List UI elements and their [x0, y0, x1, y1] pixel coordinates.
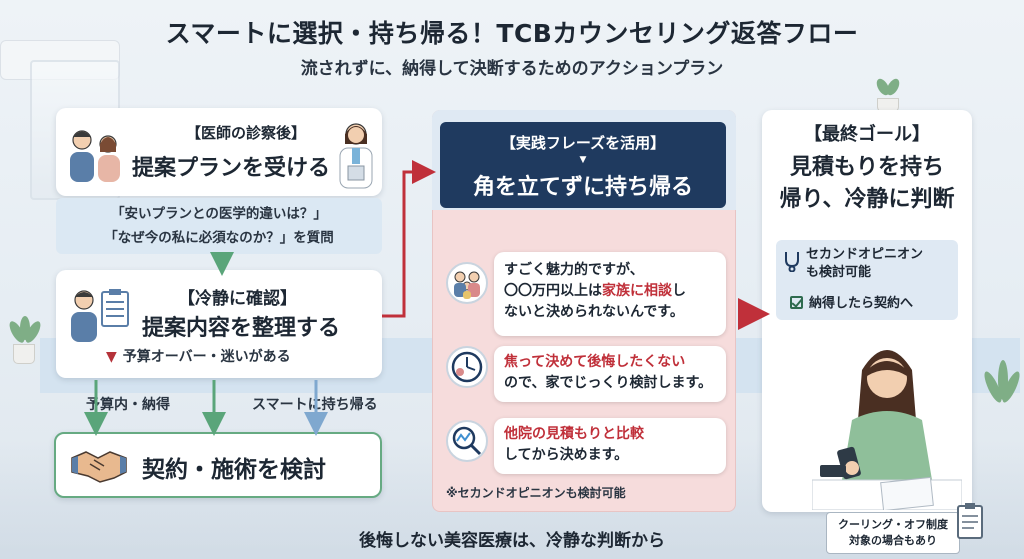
- plant-icon: [981, 360, 1023, 440]
- cooling-off-note: クーリング・オフ制度 対象の場合もあり: [826, 512, 960, 554]
- phrase-bubble-compare: 他院の見積もりと比較 してから決めます。: [494, 418, 726, 474]
- down-triangle-icon: ▼: [106, 349, 117, 365]
- step3-card: 契約・施術を検討: [54, 432, 382, 498]
- middle-main-text: 角を立てずに持ち帰る: [472, 175, 693, 200]
- goal-heading: 【最終ゴール】: [804, 124, 930, 145]
- step1-heading: 【医師の診察後】: [186, 124, 307, 142]
- question-line-1: 「安いプランとの医学的違いは？」: [111, 206, 327, 222]
- phrase1-highlight: 家族に相談: [602, 283, 672, 299]
- checkbox-icon: [790, 296, 803, 309]
- phrase1-line2: 〇〇万円以上は家族に相談し: [504, 281, 716, 302]
- goal-main-text: 見積もりを持ち 帰り、冷静に判断: [762, 152, 972, 216]
- handshake-icon: [71, 451, 127, 483]
- phrase3-text: してから決めます。: [504, 447, 629, 463]
- step3-main-text: 契約・施術を検討: [142, 457, 326, 483]
- question-line-2: 「なぜ今の私に必須なのか？」を質問: [104, 230, 334, 246]
- goal-item-second-opinion: セカンドオピニオン も検討可能: [806, 246, 923, 282]
- warning-text: 予算オーバー・迷いがある: [122, 349, 291, 365]
- step2-warning: ▼ 予算オーバー・迷いがある: [106, 346, 291, 366]
- middle-heading: 【実践フレーズを活用】: [500, 134, 666, 152]
- clipboard-icon: [957, 503, 983, 539]
- goal-item1-line1: セカンドオピニオン: [806, 247, 924, 262]
- middle-note: ※セカンドオピニオンも検討可能: [446, 486, 626, 500]
- woman-with-phone-illustration: [812, 350, 962, 510]
- phrase-bubble-no-regret: 焦って決めて後悔したくない ので、家でじっくり検討します。: [494, 346, 726, 402]
- phrase3-highlight: 他院の見積もりと比較: [504, 426, 644, 442]
- clock-icon: [446, 346, 488, 388]
- magnifier-chart-icon: [446, 420, 488, 462]
- step2-card: 【冷静に確認】 提案内容を整理する ▼ 予算オーバー・迷いがある: [56, 270, 382, 378]
- down-arrow-icon: ▼: [579, 155, 587, 165]
- note-line1: クーリング・オフ制度: [838, 518, 948, 531]
- doctor-icon: [339, 123, 373, 189]
- step1-question-box: 「安いプランとの医学的違いは？」 「なぜ今の私に必須なのか？」を質問: [56, 198, 382, 254]
- goal-items-box: [776, 240, 958, 320]
- step1-main-text: 提案プランを受ける: [132, 156, 331, 181]
- family-icon: [446, 262, 488, 304]
- phrase1-line3: ないと決められないんです。: [504, 304, 684, 320]
- phrase1-suffix: し: [672, 283, 686, 299]
- branch-label-budget-ok: 予算内・納得: [86, 397, 170, 413]
- goal-main-line2: 帰り、冷静に判断: [779, 187, 955, 212]
- phrase1-line1: すごく魅力的ですが、: [504, 262, 644, 278]
- page-subtitle: 流されずに、納得して決断するためのアクションプラン: [300, 59, 724, 79]
- goal-main-line1: 見積もりを持ち: [789, 155, 944, 180]
- phrase-bubble-family: すごく魅力的ですが、 〇〇万円以上は家族に相談し ないと決められないんです。: [494, 252, 726, 336]
- thinking-person-clipboard-icon: [71, 289, 129, 342]
- step1-card: 【医師の診察後】 提案プランを受ける: [56, 108, 382, 196]
- goal-item1-line2: も検討可能: [806, 265, 872, 280]
- consultation-people-icon: [70, 130, 120, 182]
- page-title: スマートに選択・持ち帰る！TCBカウンセリング返答フロー: [165, 19, 859, 48]
- middle-header: 【実践フレーズを活用】 ▼ 角を立てずに持ち帰る: [440, 122, 726, 208]
- step2-main-text: 提案内容を整理する: [142, 316, 341, 341]
- arrow-step2-to-middle: [382, 160, 436, 318]
- goal-item2-text: 納得したら契約へ: [809, 296, 914, 311]
- goal-item-contract: 納得したら契約へ: [790, 292, 913, 311]
- footer-text: 後悔しない美容医療は、冷静な判断から: [359, 531, 665, 551]
- step2-heading: 【冷静に確認】: [178, 289, 297, 309]
- phrase2-highlight: 焦って決めて後悔したくない: [504, 354, 686, 370]
- phrase1-text: 〇〇万円以上は: [504, 283, 602, 299]
- stethoscope-icon: [785, 252, 799, 272]
- note-line2: 対象の場合もあり: [849, 534, 937, 547]
- plant-icon: [6, 316, 44, 364]
- phrase2-text: ので、家でじっくり検討します。: [504, 375, 713, 391]
